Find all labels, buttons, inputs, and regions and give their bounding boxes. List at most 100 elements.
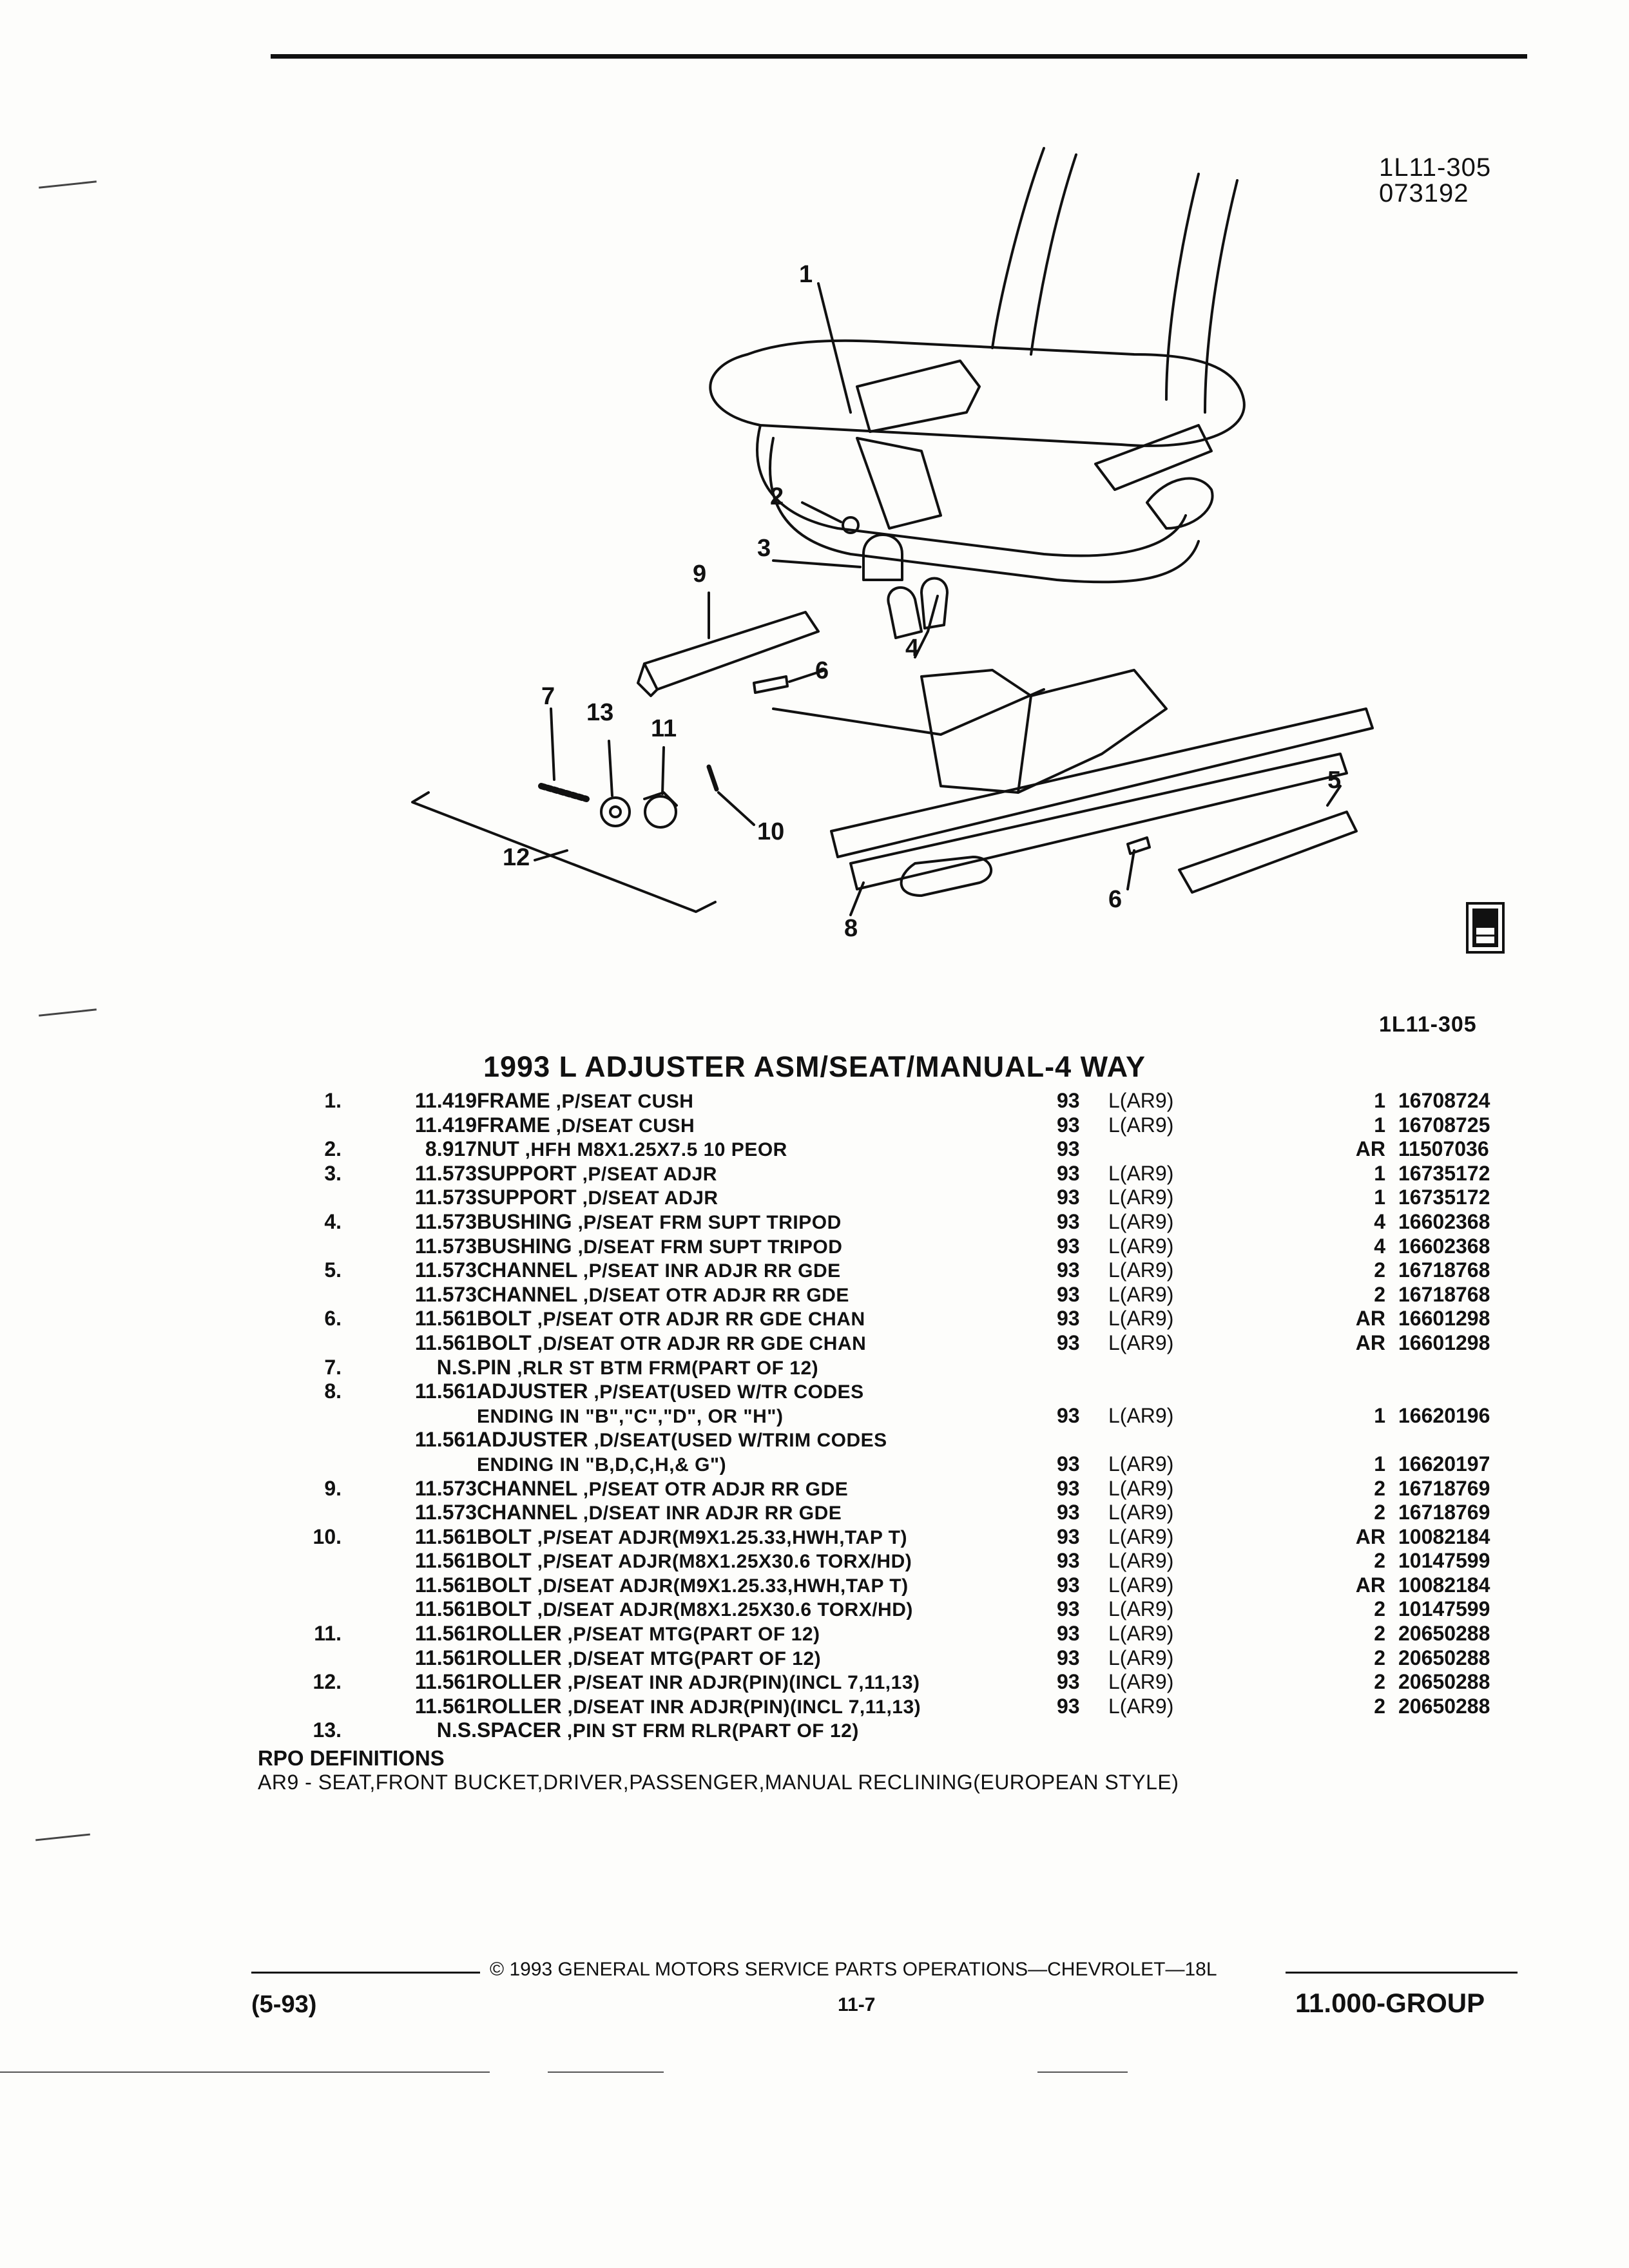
item-number: 10. xyxy=(313,1524,342,1548)
part-detail: ,D/SEAT ADJR(M8X1.25X30.6 TORX/HD) xyxy=(537,1599,913,1621)
leader-12 xyxy=(534,849,568,861)
part-description: ADJUSTER ,D/SEAT(USED W/TRIM CODES xyxy=(477,1428,887,1453)
part-description: ENDING IN "B","C","D", OR "H") xyxy=(477,1404,783,1429)
footer-rule xyxy=(1286,1972,1518,1974)
part-detail: ,P/SEAT INR ADJR RR GDE xyxy=(583,1260,841,1282)
part-number: 16718768 xyxy=(1398,1282,1490,1306)
rpo-heading: RPO DEFINITIONS xyxy=(258,1746,445,1770)
quantity: AR xyxy=(1355,1137,1385,1161)
part-detail: ,P/SEAT(USED W/TR CODES xyxy=(593,1381,864,1403)
usage-code: L(AR9) xyxy=(1108,1258,1174,1282)
item-number: 12. xyxy=(313,1670,342,1694)
callout-3: 3 xyxy=(757,535,771,562)
part-detail: ,P/SEAT INR ADJR(PIN)(INCL 7,11,13) xyxy=(567,1672,920,1694)
margin-mark xyxy=(39,180,97,189)
channel-part xyxy=(643,611,820,691)
part-description: BUSHING ,D/SEAT FRM SUPT TRIPOD xyxy=(477,1235,842,1260)
part-name: SUPPORT xyxy=(477,1161,577,1185)
model-year: 93 xyxy=(1057,1331,1080,1354)
part-number: 16601298 xyxy=(1398,1307,1490,1331)
group-number: 8.917 xyxy=(425,1137,477,1161)
callout-6: 6 xyxy=(815,657,829,684)
part-description: CHANNEL ,D/SEAT OTR ADJR RR GDE xyxy=(477,1283,849,1308)
part-description: BOLT ,D/SEAT ADJR(M9X1.25.33,HWH,TAP T) xyxy=(477,1573,909,1599)
callout-1: 1 xyxy=(799,261,813,288)
adjuster-rod xyxy=(772,688,1045,736)
part-name: BOLT xyxy=(477,1524,532,1548)
part-number: 16708725 xyxy=(1398,1113,1490,1137)
part-name: CHANNEL xyxy=(477,1501,577,1524)
part-number: 16735172 xyxy=(1398,1161,1490,1185)
part-detail: ,D/SEAT ADJR xyxy=(582,1187,718,1209)
footer-group: 11.000-GROUP xyxy=(1295,1988,1485,2018)
spacer-part xyxy=(600,796,631,827)
part-description: CHANNEL ,P/SEAT INR ADJR RR GDE xyxy=(477,1258,841,1283)
part-number: 16602368 xyxy=(1398,1209,1490,1233)
adjuster-housing xyxy=(920,669,1032,794)
scan-line xyxy=(1037,2071,1128,2073)
part-name: ROLLER xyxy=(477,1622,562,1646)
leader-3 xyxy=(772,559,862,568)
quantity: 1 xyxy=(1374,1403,1385,1427)
part-name: PIN xyxy=(477,1355,512,1379)
usage-code: L(AR9) xyxy=(1108,1549,1174,1573)
part-detail: ,D/SEAT MTG(PART OF 12) xyxy=(567,1648,822,1669)
parts-row: 13.N.S.SPACER ,PIN ST FRM RLR(PART OF 12… xyxy=(303,1718,1527,1743)
illustration-date: 073192 xyxy=(1379,179,1469,207)
part-name: FRAME xyxy=(477,1113,550,1137)
model-year: 93 xyxy=(1057,1307,1080,1331)
quantity: 2 xyxy=(1374,1476,1385,1500)
adjuster-rail xyxy=(830,707,1374,858)
footer-date: (5-93) xyxy=(251,1991,317,2018)
item-number: 11. xyxy=(314,1622,342,1646)
item-number: 13. xyxy=(313,1718,342,1742)
quantity: 1 xyxy=(1374,1089,1385,1112)
callout-8: 8 xyxy=(844,915,858,942)
gm-spo-logo-icon xyxy=(1466,902,1505,954)
model-year: 93 xyxy=(1057,1549,1080,1573)
callout-2: 2 xyxy=(770,483,784,510)
part-number: 16735172 xyxy=(1398,1186,1490,1209)
usage-code: L(AR9) xyxy=(1108,1524,1174,1548)
quantity: 4 xyxy=(1374,1209,1385,1233)
model-year: 93 xyxy=(1057,1501,1080,1524)
usage-code: L(AR9) xyxy=(1108,1573,1174,1597)
quantity: 2 xyxy=(1374,1597,1385,1621)
part-description: SPACER ,PIN ST FRM RLR(PART OF 12) xyxy=(477,1718,859,1744)
part-description: ROLLER ,P/SEAT INR ADJR(PIN)(INCL 7,11,1… xyxy=(477,1670,920,1695)
quantity: 1 xyxy=(1374,1452,1385,1475)
group-number: 11.561 xyxy=(414,1549,477,1573)
model-year: 93 xyxy=(1057,1186,1080,1209)
group-number: 11.573 xyxy=(414,1186,477,1209)
model-year: 93 xyxy=(1057,1113,1080,1137)
nut-part xyxy=(842,516,860,534)
part-description: NUT ,HFH M8X1.25X7.5 10 PEOR xyxy=(477,1137,787,1162)
part-description: ROLLER ,D/SEAT MTG(PART OF 12) xyxy=(477,1646,821,1671)
footer-page: 11-7 xyxy=(838,1994,876,2015)
group-number: 11.561 xyxy=(414,1524,477,1548)
part-number: 16718769 xyxy=(1398,1501,1490,1524)
part-name: FRAME xyxy=(477,1089,550,1112)
part-description: BOLT ,P/SEAT ADJR(M9X1.25.33,HWH,TAP T) xyxy=(477,1525,907,1550)
leader-4 xyxy=(914,630,929,658)
leader-6 xyxy=(788,669,826,683)
part-number: 16602368 xyxy=(1398,1234,1490,1258)
adjuster-housing xyxy=(1017,669,1168,794)
parts-list-title: 1993 L ADJUSTER ASM/SEAT/MANUAL-4 WAY xyxy=(483,1050,1146,1083)
part-name: ADJUSTER xyxy=(477,1379,588,1403)
footer-copyright: © 1993 GENERAL MOTORS SERVICE PARTS OPER… xyxy=(490,1959,1217,1980)
seat-back-line xyxy=(991,147,1045,349)
